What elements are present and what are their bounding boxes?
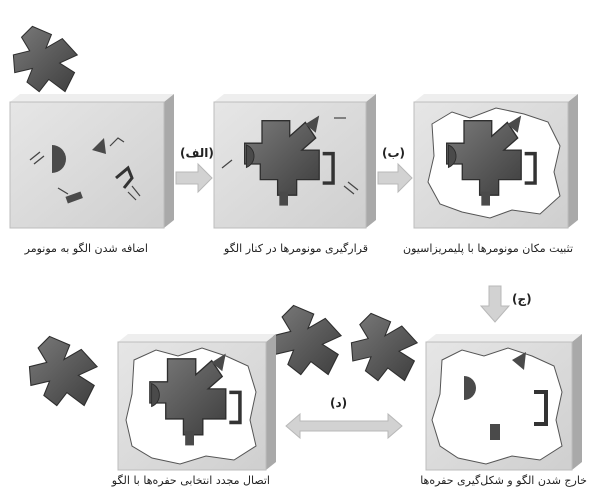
caption-fix-monomers: تثبیت مکان مونومرها با پلیمریزاسیون <box>403 242 573 255</box>
block-add-template <box>10 94 174 228</box>
step-label-c: (ج) <box>512 292 532 306</box>
caption-add-template: اضافه شدن الگو به مونومر <box>25 242 148 255</box>
arrow-step-b <box>378 164 412 192</box>
arrow-step-c <box>481 286 509 322</box>
step-label-a: (الف) <box>180 146 214 160</box>
block-remove-template <box>426 334 582 470</box>
released-template-2 <box>351 313 417 380</box>
template-molecule-rebinding <box>29 336 97 405</box>
template-molecule-free <box>13 26 77 91</box>
released-template-1 <box>273 305 341 374</box>
arrow-step-d <box>286 414 402 438</box>
caption-arrange-monomers: قرارگیری مونومرها در کنار الگو <box>224 242 368 255</box>
block-fix-monomers <box>414 94 578 228</box>
block-rebind <box>118 334 276 470</box>
step-label-d: (د) <box>330 396 347 410</box>
block-arrange-monomers <box>214 94 376 228</box>
caption-rebind: اتصال مجدد انتخابی حفره‌ها با الگو <box>112 474 270 487</box>
arrow-step-a <box>176 164 212 192</box>
step-label-b: (ب) <box>382 146 405 160</box>
imprinted-cavity <box>432 348 562 464</box>
caption-remove-template: خارج شدن الگو و شکل‌گیری حفره‌ها <box>420 474 587 487</box>
